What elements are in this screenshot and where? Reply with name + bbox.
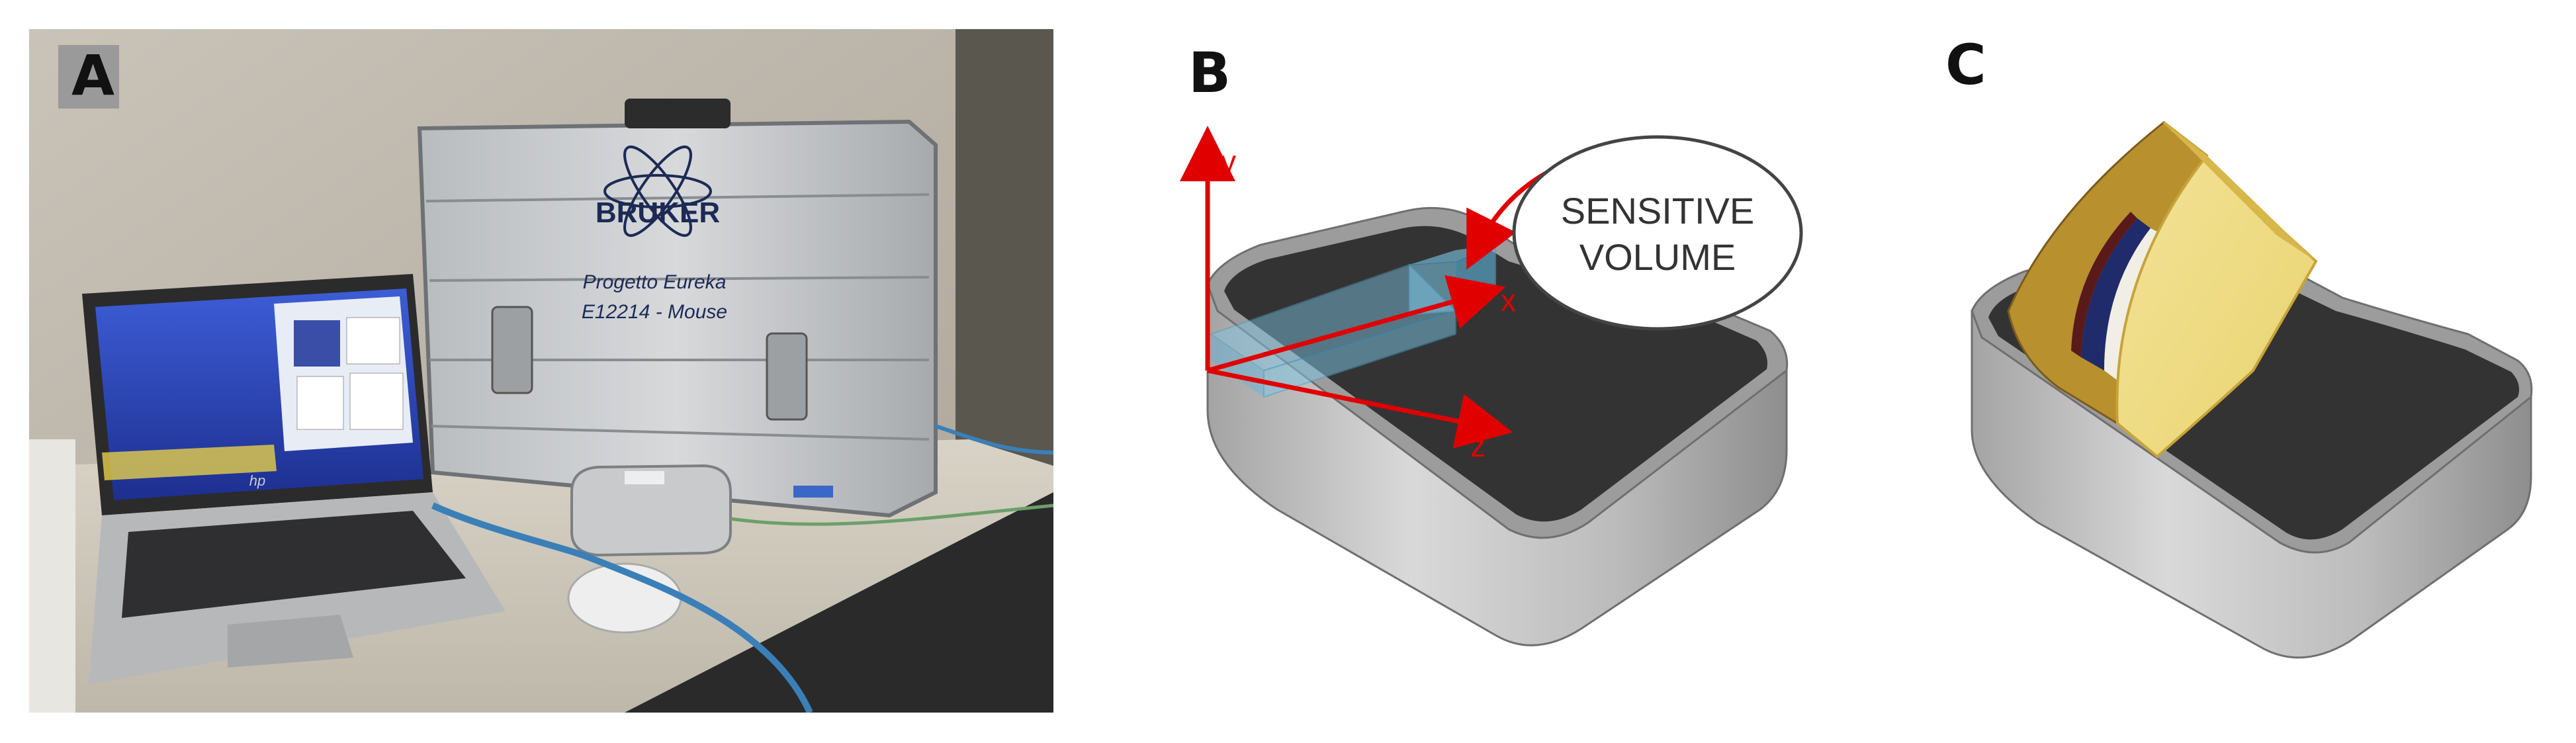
axis-x-label: x	[1501, 283, 1516, 318]
panel-c: C	[1919, 0, 2576, 743]
axis-z-label: z	[1470, 429, 1486, 463]
screen-plot-2	[346, 317, 400, 365]
callout-ellipse	[1512, 135, 1803, 331]
laptop-brand-text: hp	[249, 472, 265, 489]
sample-top-face	[2115, 121, 2318, 459]
case-handle	[625, 99, 731, 128]
laptop-keyboard	[122, 511, 466, 618]
case-label	[793, 486, 833, 498]
sample-top-edge	[2164, 122, 2316, 261]
case-cable	[935, 424, 1053, 455]
panel-letter-b: B	[1188, 40, 1231, 105]
panel-a: BRUKER Progetto Eureka E12214 - Mouse	[0, 0, 1059, 743]
sensor-diagram: y x z SENSITIVE VOLUME	[1180, 126, 1803, 646]
laptop-touchpad	[228, 615, 353, 668]
axis-y-label: y	[1221, 144, 1236, 179]
sample-render	[1971, 121, 2533, 659]
coordinate-axes: y x z	[1180, 126, 1516, 463]
laptop: hp	[82, 274, 506, 684]
callout-line1: SENSITIVE	[1561, 190, 1755, 232]
axis-z-line	[1207, 368, 1513, 449]
bruker-logo	[603, 146, 712, 237]
case-latch-left	[491, 306, 533, 394]
green-cable	[730, 503, 1053, 526]
callout-line2: VOLUME	[1579, 236, 1736, 278]
case-line2-text: E12214 - Mouse	[582, 301, 727, 323]
sensitive-volume-callout: SENSITIVE VOLUME	[1466, 135, 1803, 331]
panel-letter-a: A	[71, 43, 115, 108]
axis-x-line	[1207, 275, 1506, 373]
left-equipment	[29, 439, 75, 713]
bruker-case: BRUKER Progetto Eureka E12214 - Mouse	[417, 99, 938, 518]
panel-letter-c: C	[1945, 32, 1986, 97]
panel-b: B	[1125, 0, 1919, 743]
setup-photo: BRUKER Progetto Eureka E12214 - Mouse	[29, 29, 1053, 713]
panel-letter-a-background	[58, 45, 119, 109]
nmr-probe	[570, 464, 732, 557]
case-latch-right	[766, 332, 808, 421]
probe-label	[625, 471, 664, 484]
blue-cable	[431, 502, 813, 713]
sample-layer-blue	[2081, 218, 2151, 371]
sample	[2007, 121, 2318, 459]
case-line1-text: Progetto Eureka	[583, 271, 727, 293]
case-brand-text: BRUKER	[596, 197, 720, 229]
screen-signal-trace	[102, 445, 277, 480]
sample-layer-dark	[2071, 212, 2137, 357]
table-shadow	[625, 492, 1053, 713]
screen-plot-1	[294, 320, 340, 367]
setup-photo-drawing: BRUKER Progetto Eureka E12214 - Mouse	[29, 29, 1053, 713]
screen-plot-3	[296, 376, 344, 430]
screen-plot-4	[349, 372, 404, 430]
